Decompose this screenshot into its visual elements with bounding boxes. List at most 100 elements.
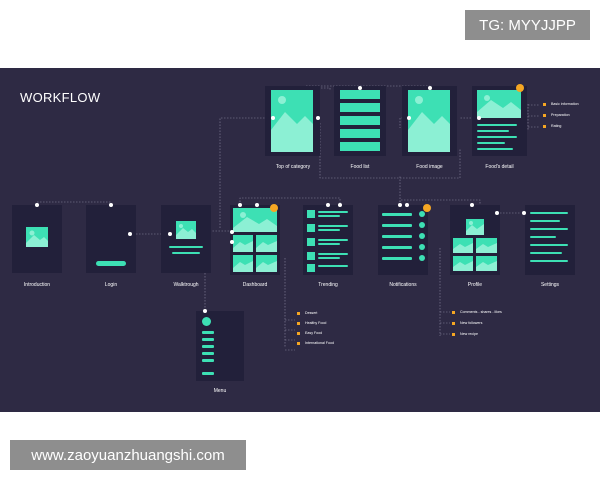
text-line <box>169 246 203 248</box>
image-placeholder-icon <box>233 208 277 232</box>
screen-walkthrough <box>161 205 211 273</box>
board-title: WORKFLOW <box>20 90 101 105</box>
text-line <box>382 224 412 227</box>
label-food-detail: Food's detail <box>485 164 514 170</box>
text-line <box>318 243 340 245</box>
menu-line <box>202 338 214 341</box>
text-line <box>477 136 517 138</box>
text-line <box>530 236 556 238</box>
screen-food-detail <box>472 86 527 156</box>
status-dot <box>419 211 425 217</box>
image-placeholder-icon <box>453 256 473 271</box>
screen-food-list <box>334 86 386 156</box>
list-row <box>340 129 380 138</box>
text-line <box>477 124 517 126</box>
menu-line <box>202 372 214 375</box>
status-dot <box>419 244 425 250</box>
connector-dot <box>495 211 499 215</box>
note-marker <box>452 310 455 314</box>
connector-dot <box>35 203 39 207</box>
note-comments-shares-likes: Comments - shares - likes <box>452 310 502 314</box>
screen-trending <box>303 205 353 275</box>
text-line <box>318 257 340 259</box>
connector-dot <box>238 203 242 207</box>
screen-settings <box>525 205 575 275</box>
list-row <box>340 103 380 112</box>
text-line <box>382 213 412 216</box>
text-line <box>530 260 568 262</box>
screen-food-image <box>402 86 457 156</box>
list-row <box>340 116 380 125</box>
text-line <box>530 252 562 254</box>
image-placeholder-icon <box>256 255 277 272</box>
image-placeholder-icon <box>453 238 473 253</box>
workflow-board: WORKFLOW Top of category Food list Food … <box>0 68 600 412</box>
text-line <box>382 235 412 238</box>
label-food-list: Food list <box>350 164 370 170</box>
image-placeholder-icon <box>476 238 497 253</box>
connector-dot <box>316 116 320 120</box>
screen-notifications <box>378 205 428 275</box>
note-marker <box>297 331 300 335</box>
image-placeholder-icon <box>408 90 450 152</box>
note-dessert: Dessert <box>297 311 317 315</box>
text-line <box>530 212 568 214</box>
thumbnail <box>307 224 315 232</box>
login-button <box>96 261 126 266</box>
label-food-image: Food image <box>416 164 443 170</box>
label-settings: Settings <box>540 282 560 288</box>
text-line <box>172 252 200 254</box>
text-line <box>530 220 560 222</box>
note-marker <box>297 311 300 315</box>
screen-introduction <box>12 205 62 273</box>
workflow-connectors <box>36 85 540 351</box>
connector-dot <box>405 203 409 207</box>
text-line <box>318 265 348 267</box>
note-marker <box>543 102 546 106</box>
thumbnail <box>307 252 315 260</box>
note-marker <box>297 321 300 325</box>
screen-top-of-category <box>265 86 320 156</box>
note-rating: Rating <box>543 124 561 128</box>
image-placeholder-icon <box>476 256 497 271</box>
label-trending: Trending <box>318 282 338 288</box>
text-line <box>530 228 568 230</box>
connector-dot <box>398 203 402 207</box>
text-line <box>382 257 412 260</box>
image-placeholder-icon <box>233 235 253 252</box>
text-line <box>318 215 340 217</box>
label-dashboard: Dashboard <box>242 282 268 288</box>
note-marker <box>543 113 546 117</box>
connector-dot <box>477 116 481 120</box>
text-line <box>477 142 505 144</box>
connector-dot <box>128 232 132 236</box>
label-walkthrough: Walktrough <box>173 282 199 288</box>
avatar <box>202 317 211 326</box>
image-placeholder-icon <box>271 90 313 152</box>
watermark-url: www.zaoyuanzhuangshi.com <box>10 440 246 470</box>
connector-dot <box>428 86 432 90</box>
label-top-of-category: Top of category <box>275 164 311 170</box>
note-new-followers: New followers <box>452 321 482 325</box>
screen-login <box>86 205 136 273</box>
menu-line <box>202 352 214 355</box>
screen-profile <box>450 205 500 275</box>
connector-dot <box>271 116 275 120</box>
note-healthy-food: Healthy Food <box>297 321 326 325</box>
thumbnail <box>307 264 315 272</box>
connector-dot <box>407 116 411 120</box>
menu-line <box>202 345 214 348</box>
note-international-food: International Food <box>297 341 334 345</box>
label-profile: Profile <box>467 282 483 288</box>
text-line <box>477 148 513 150</box>
image-placeholder-icon <box>233 255 253 272</box>
text-line <box>318 239 348 241</box>
list-row <box>340 90 380 99</box>
status-dot <box>419 222 425 228</box>
connector-dot <box>255 203 259 207</box>
note-marker <box>452 332 455 336</box>
connector-dot <box>326 203 330 207</box>
connector-dot <box>230 240 234 244</box>
notification-badge <box>270 204 278 212</box>
connector-dot <box>168 232 172 236</box>
